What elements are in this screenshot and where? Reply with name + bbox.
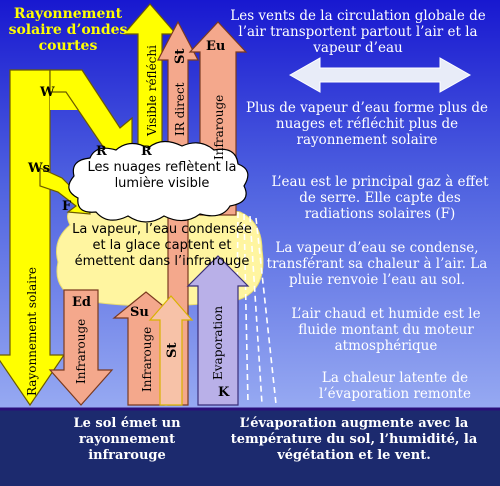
greenhouse-text: L’eau est le principal gaz à effet de se… [271,174,489,222]
label-w: W [39,85,55,100]
st-bottom-arrow [148,295,194,406]
evaporation-arrow [186,255,250,406]
ground-left-text: Le sol émet un rayonnement infrarouge [73,416,181,463]
cloud-shape [68,140,249,223]
label-evaporation: Evaporation [211,306,225,380]
label-st-bottom: St [165,343,180,358]
arrow-labels: W Ws R R F Eu Ed Su K [27,39,230,400]
latent-heat-text: La chaleur latente de l’évaporation remo… [319,370,471,402]
cloud-text: Les nuages reflètent la lumière visible [87,160,237,191]
rotated-labels: Rayonnement solaire Visible réfléchi St … [25,45,226,396]
more-vapour-text: Plus de vapeur d’eau forme plus de nuage… [245,100,489,148]
warm-air-text: L’air chaud et humide est le fluide mont… [291,306,481,354]
label-k: K [218,385,230,400]
solar-title: Rayonnement solaire d’ondes courtes [8,6,128,54]
solar-radiation-arrow [0,69,66,407]
winds-text: Les vents de la circulation globale de l… [230,8,486,56]
label-visible-reflechi: Visible réfléchi [145,45,159,137]
label-r1: R [96,144,107,159]
label-ed: Ed [72,295,91,310]
label-infrarouge-eu: Infrarouge [212,95,226,160]
label-infrarouge-ed: Infrarouge [74,319,88,384]
label-r2: R [141,144,152,159]
label-rayonnement-solaire: Rayonnement solaire [25,267,39,396]
label-infrarouge-su: Infrarouge [140,327,154,392]
label-eu: Eu [206,39,225,54]
ground-band [0,408,500,486]
label-st-top: St [173,49,188,64]
label-f: F [62,199,72,214]
global-circulation-double-arrow [288,57,472,93]
vapour-text: La vapeur, l’eau condensée et la glace c… [72,222,252,269]
condense-text: La vapeur d’eau se condense, transférant… [266,240,488,288]
label-ws: Ws [27,161,50,176]
label-su: Su [130,305,149,320]
ground-right-text: L’évaporation augmente avec la températu… [230,416,478,463]
ed-arrow [48,289,114,406]
label-ir-direct: IR direct [173,82,187,136]
